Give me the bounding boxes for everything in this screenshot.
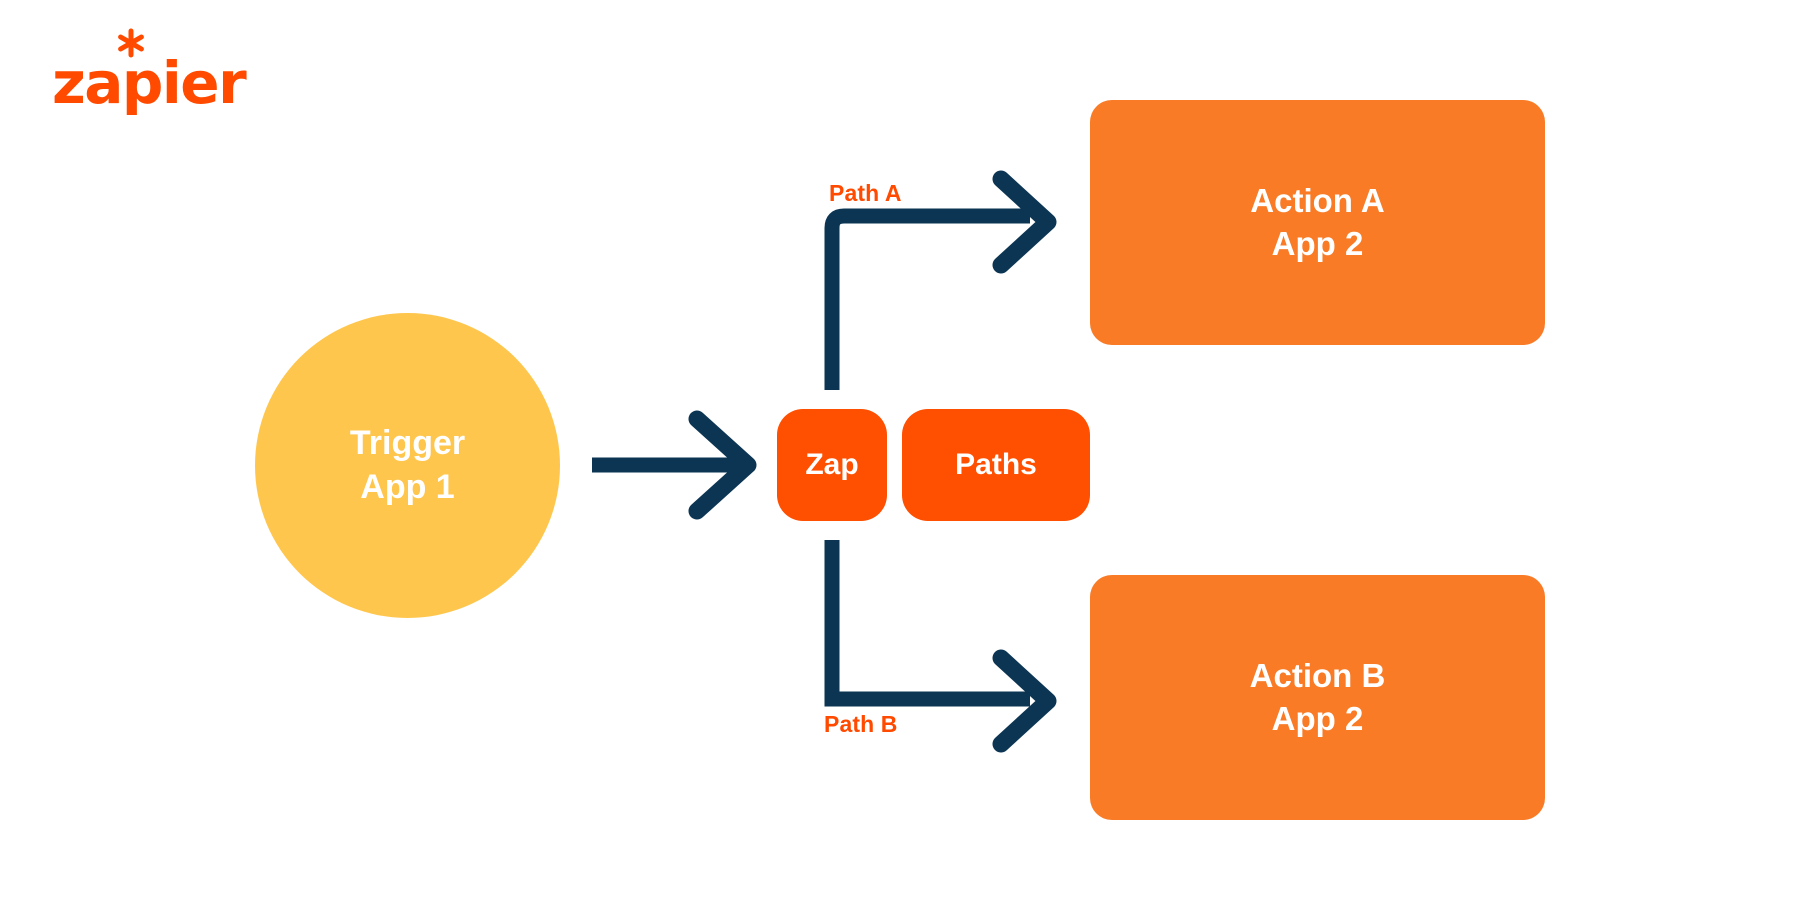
trigger-node[interactable]: Trigger App 1 [255, 313, 560, 618]
connector-zap-to-action-a [824, 170, 1057, 390]
zapier-logo: zapier [52, 28, 247, 112]
paths-node[interactable]: Paths [902, 409, 1090, 521]
path-b-label: Path B [824, 711, 898, 737]
paths-label: Paths [955, 448, 1037, 481]
trigger-subtitle: App 1 [360, 467, 455, 506]
action-a-node[interactable]: Action A App 2 [1090, 100, 1545, 345]
action-a-subtitle: App 2 [1271, 224, 1364, 262]
zapier-wordmark: zapier [52, 49, 247, 117]
action-b-subtitle: App 2 [1271, 699, 1364, 737]
action-a-title: Action A [1250, 181, 1385, 219]
zap-label: Zap [805, 448, 859, 481]
path-a-label: Path A [829, 180, 902, 206]
asterisk-icon [118, 28, 144, 58]
zap-node[interactable]: Zap [777, 409, 887, 521]
action-b-title: Action B [1249, 656, 1386, 694]
connector-trigger-to-zap [592, 410, 757, 520]
trigger-title: Trigger [349, 423, 466, 462]
action-b-node[interactable]: Action B App 2 [1090, 575, 1545, 820]
